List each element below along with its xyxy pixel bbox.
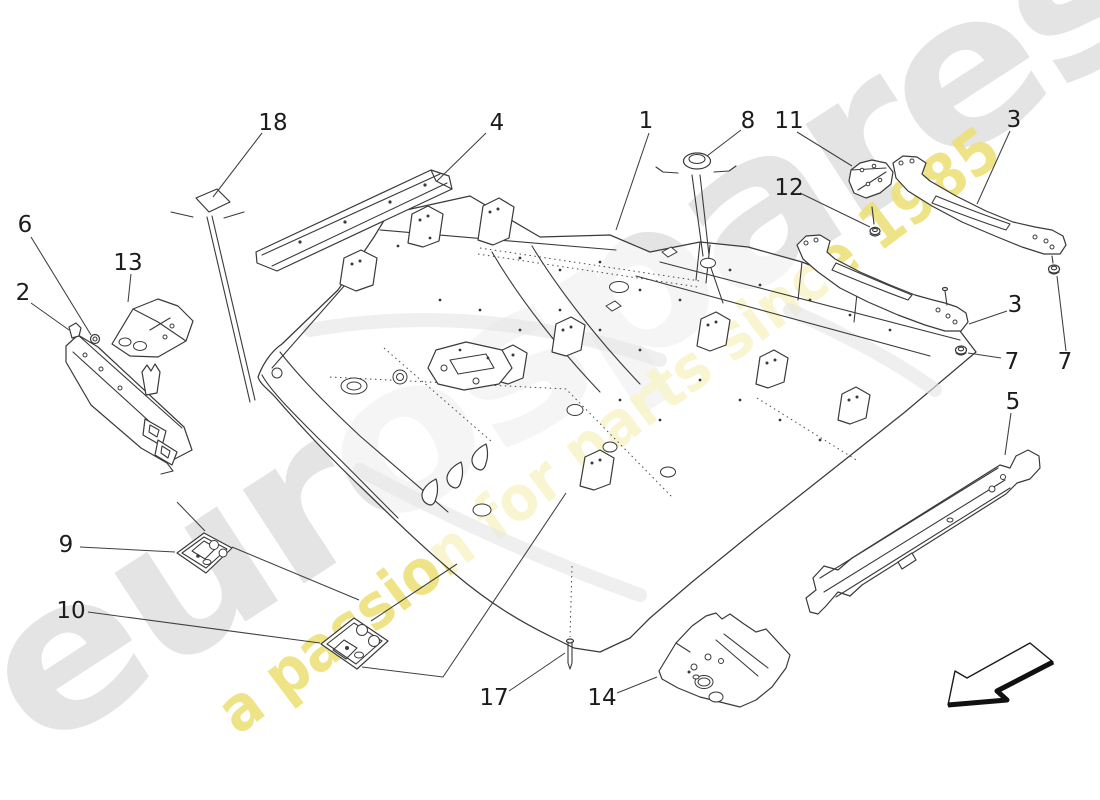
callout-14: 14 (587, 685, 616, 711)
part-11-bracket (848, 159, 894, 225)
callout-1: 1 (639, 108, 654, 134)
part-5-sill-rail (805, 449, 1041, 615)
callout-13: 13 (113, 250, 142, 276)
part-17-pin (565, 565, 575, 670)
callout-11: 11 (774, 108, 803, 134)
callout-5: 5 (1006, 389, 1021, 415)
part-18-sticker (170, 188, 256, 403)
callout-18: 18 (258, 110, 287, 136)
part-6-bolt (89, 333, 101, 345)
rivet-dots (396, 236, 892, 442)
part-2-support (65, 322, 193, 475)
part-9-plate (176, 501, 360, 601)
callout-10: 10 (56, 598, 85, 624)
callout-12: 12 (774, 175, 803, 201)
callout-7: 7 (1005, 349, 1020, 375)
callout-3: 3 (1008, 292, 1023, 318)
part-2-clip (68, 322, 82, 339)
part-7-nut-right (1047, 264, 1061, 275)
direction-arrow (947, 642, 1055, 708)
leader-lines (30, 129, 1067, 694)
part-4-side-rail (255, 169, 453, 272)
part-14-bracket (658, 612, 791, 708)
callout-6: 6 (18, 212, 33, 238)
part-3-crossmember-top (892, 155, 1067, 264)
callout-4: 4 (490, 110, 505, 136)
central-mount-detail (427, 341, 513, 391)
callout-17: 17 (479, 685, 508, 711)
callout-8: 8 (741, 108, 756, 134)
part-12-nut (869, 226, 881, 237)
part-13-bracket (111, 298, 194, 358)
part-8-plug (655, 152, 737, 304)
part-10-plate (320, 492, 567, 678)
floor-pan-assembly (257, 195, 977, 653)
callout-9: 9 (59, 532, 74, 558)
callout-2: 2 (16, 280, 31, 306)
part-3-crossmember-mid (796, 234, 969, 332)
callout-7: 7 (1058, 349, 1073, 375)
callout-3: 3 (1007, 107, 1022, 133)
part-7-nut-left (954, 345, 968, 356)
